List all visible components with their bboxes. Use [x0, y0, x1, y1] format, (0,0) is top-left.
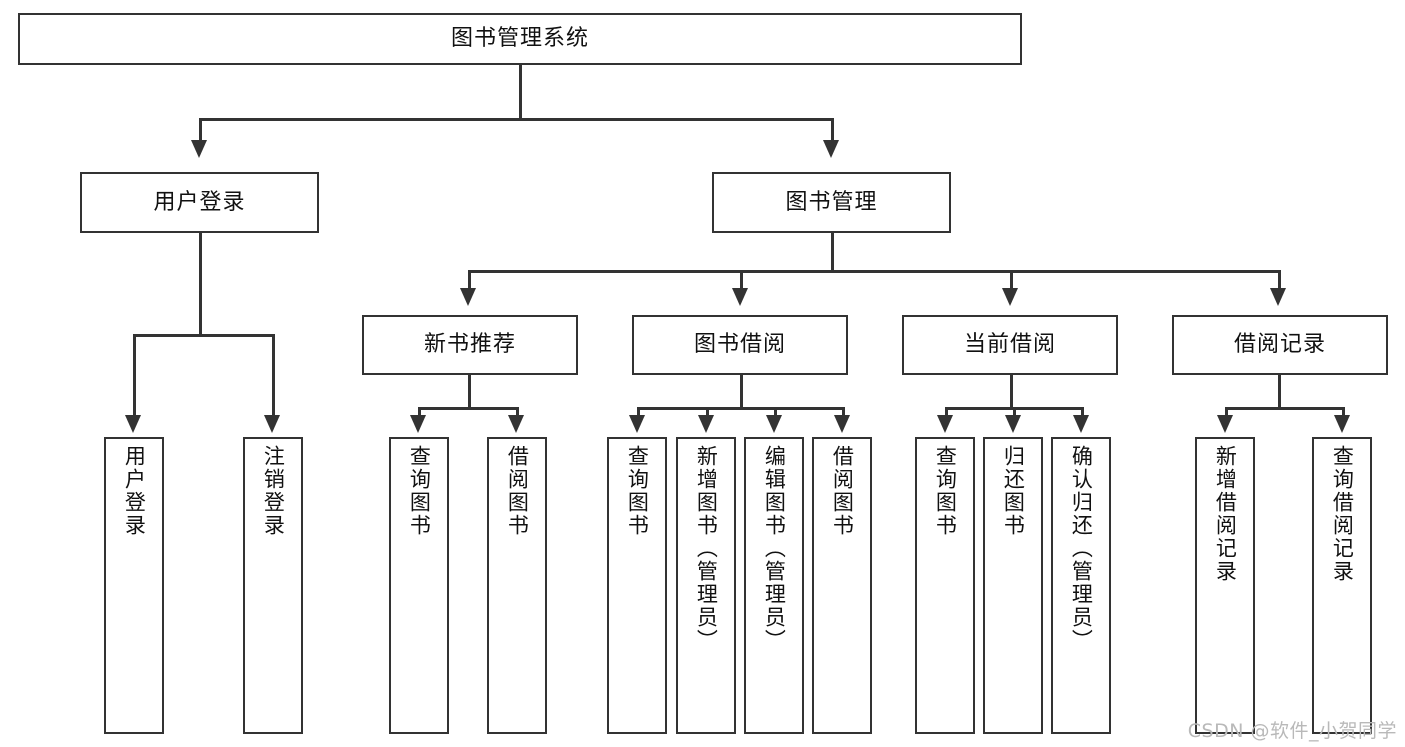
connector-current-borrow-stem	[1010, 375, 1013, 407]
arrow-bb-to-leaf-2	[698, 415, 714, 433]
arrow-user-login-to-leaf-2	[264, 415, 280, 433]
connector-bb-to-leaf-1	[637, 407, 640, 417]
leaf-new-book-query-book[interactable]: 查询图书	[389, 437, 449, 734]
connector-root-bus	[199, 118, 832, 121]
leaf-user-login-logout[interactable]: 注销登录	[243, 437, 303, 734]
node-label: 借阅记录	[1233, 332, 1326, 358]
node-label: 查询图书	[625, 445, 650, 537]
leaf-current-borrow-return-book[interactable]: 归还图书	[983, 437, 1043, 734]
connector-cb-to-leaf-2	[1013, 407, 1016, 417]
arrow-nb-to-leaf-1	[410, 415, 426, 433]
connector-root-to-book-management	[831, 118, 834, 142]
node-label: 归还图书	[1001, 445, 1026, 537]
node-book-borrow[interactable]: 图书借阅	[632, 315, 848, 375]
node-label: 新增借阅记录	[1213, 445, 1238, 583]
connector-br-to-leaf-1	[1225, 407, 1228, 417]
arrow-bm-to-current-borrow	[1002, 288, 1018, 306]
node-root-book-management-system[interactable]: 图书管理系统	[18, 13, 1022, 65]
connector-book-management-bus	[468, 270, 1278, 273]
leaf-borrow-record-query-record[interactable]: 查询借阅记录	[1312, 437, 1372, 734]
node-borrow-record[interactable]: 借阅记录	[1172, 315, 1388, 375]
connector-bb-to-leaf-2	[706, 407, 709, 417]
leaf-book-borrow-query-book[interactable]: 查询图书	[607, 437, 667, 734]
node-label: 用户登录	[153, 189, 246, 215]
arrow-br-to-leaf-1	[1217, 415, 1233, 433]
node-label: 查询借阅记录	[1330, 445, 1355, 583]
node-label: 借阅图书	[505, 445, 530, 537]
connector-user-login-stem	[199, 233, 202, 334]
leaf-borrow-record-add-record[interactable]: 新增借阅记录	[1195, 437, 1255, 734]
connector-borrow-record-bus	[1225, 407, 1342, 410]
connector-br-to-leaf-2	[1342, 407, 1345, 417]
node-label: 当前借阅	[963, 332, 1056, 358]
connector-bm-to-book-borrow	[740, 270, 743, 290]
arrow-cb-to-leaf-1	[937, 415, 953, 433]
arrow-br-to-leaf-2	[1334, 415, 1350, 433]
arrow-root-to-user-login	[191, 140, 207, 158]
connector-nb-to-leaf-1	[418, 407, 421, 417]
leaf-book-borrow-edit-book-admin[interactable]: 编辑图书（管理员）	[744, 437, 804, 734]
node-label: 新增图书（管理员）	[694, 445, 719, 652]
arrow-root-to-book-management	[823, 140, 839, 158]
node-label: 借阅图书	[830, 445, 855, 537]
node-label: 查询图书	[407, 445, 432, 537]
connector-bb-to-leaf-4	[842, 407, 845, 417]
connector-bm-to-borrow-record	[1278, 270, 1281, 290]
connector-book-borrow-bus	[637, 407, 842, 410]
connector-user-login-to-leaf-1	[133, 334, 136, 417]
connector-cb-to-leaf-1	[945, 407, 948, 417]
connector-book-borrow-stem	[740, 375, 743, 407]
leaf-book-borrow-borrow-book[interactable]: 借阅图书	[812, 437, 872, 734]
arrow-cb-to-leaf-2	[1005, 415, 1021, 433]
connector-nb-to-leaf-2	[516, 407, 519, 417]
connector-bm-to-current-borrow	[1010, 270, 1013, 290]
arrow-bm-to-new-book	[460, 288, 476, 306]
node-label: 注销登录	[261, 445, 286, 537]
arrow-bb-to-leaf-4	[834, 415, 850, 433]
node-label: 图书借阅	[693, 332, 786, 358]
connector-bm-to-new-book	[468, 270, 471, 290]
arrow-nb-to-leaf-2	[508, 415, 524, 433]
node-current-borrow[interactable]: 当前借阅	[902, 315, 1118, 375]
connector-borrow-record-stem	[1278, 375, 1281, 407]
node-label: 编辑图书（管理员）	[762, 445, 787, 652]
connector-cb-to-leaf-3	[1081, 407, 1084, 417]
arrow-bb-to-leaf-1	[629, 415, 645, 433]
node-label: 确认归还（管理员）	[1069, 445, 1094, 652]
arrow-user-login-to-leaf-1	[125, 415, 141, 433]
arrow-bm-to-borrow-record	[1270, 288, 1286, 306]
arrow-bb-to-leaf-3	[766, 415, 782, 433]
connector-user-login-to-leaf-2	[272, 334, 275, 417]
connector-root-stem	[519, 65, 522, 118]
node-label: 查询图书	[933, 445, 958, 537]
leaf-current-borrow-confirm-return-admin[interactable]: 确认归还（管理员）	[1051, 437, 1111, 734]
connector-new-book-bus	[418, 407, 516, 410]
connector-bb-to-leaf-3	[774, 407, 777, 417]
arrow-cb-to-leaf-3	[1073, 415, 1089, 433]
node-book-management[interactable]: 图书管理	[712, 172, 951, 233]
connector-new-book-stem	[468, 375, 471, 407]
connector-book-management-stem	[831, 233, 834, 270]
node-label: 图书管理系统	[450, 26, 589, 52]
node-label: 新书推荐	[423, 332, 516, 358]
connector-user-login-bus	[133, 334, 272, 337]
leaf-current-borrow-query-book[interactable]: 查询图书	[915, 437, 975, 734]
connector-root-to-user-login	[199, 118, 202, 142]
node-label: 图书管理	[785, 189, 878, 215]
leaf-book-borrow-add-book-admin[interactable]: 新增图书（管理员）	[676, 437, 736, 734]
node-label: 用户登录	[122, 445, 147, 537]
arrow-bm-to-book-borrow	[732, 288, 748, 306]
leaf-new-book-borrow-book[interactable]: 借阅图书	[487, 437, 547, 734]
leaf-user-login-user-login[interactable]: 用户登录	[104, 437, 164, 734]
node-user-login[interactable]: 用户登录	[80, 172, 319, 233]
node-new-book-recommend[interactable]: 新书推荐	[362, 315, 578, 375]
